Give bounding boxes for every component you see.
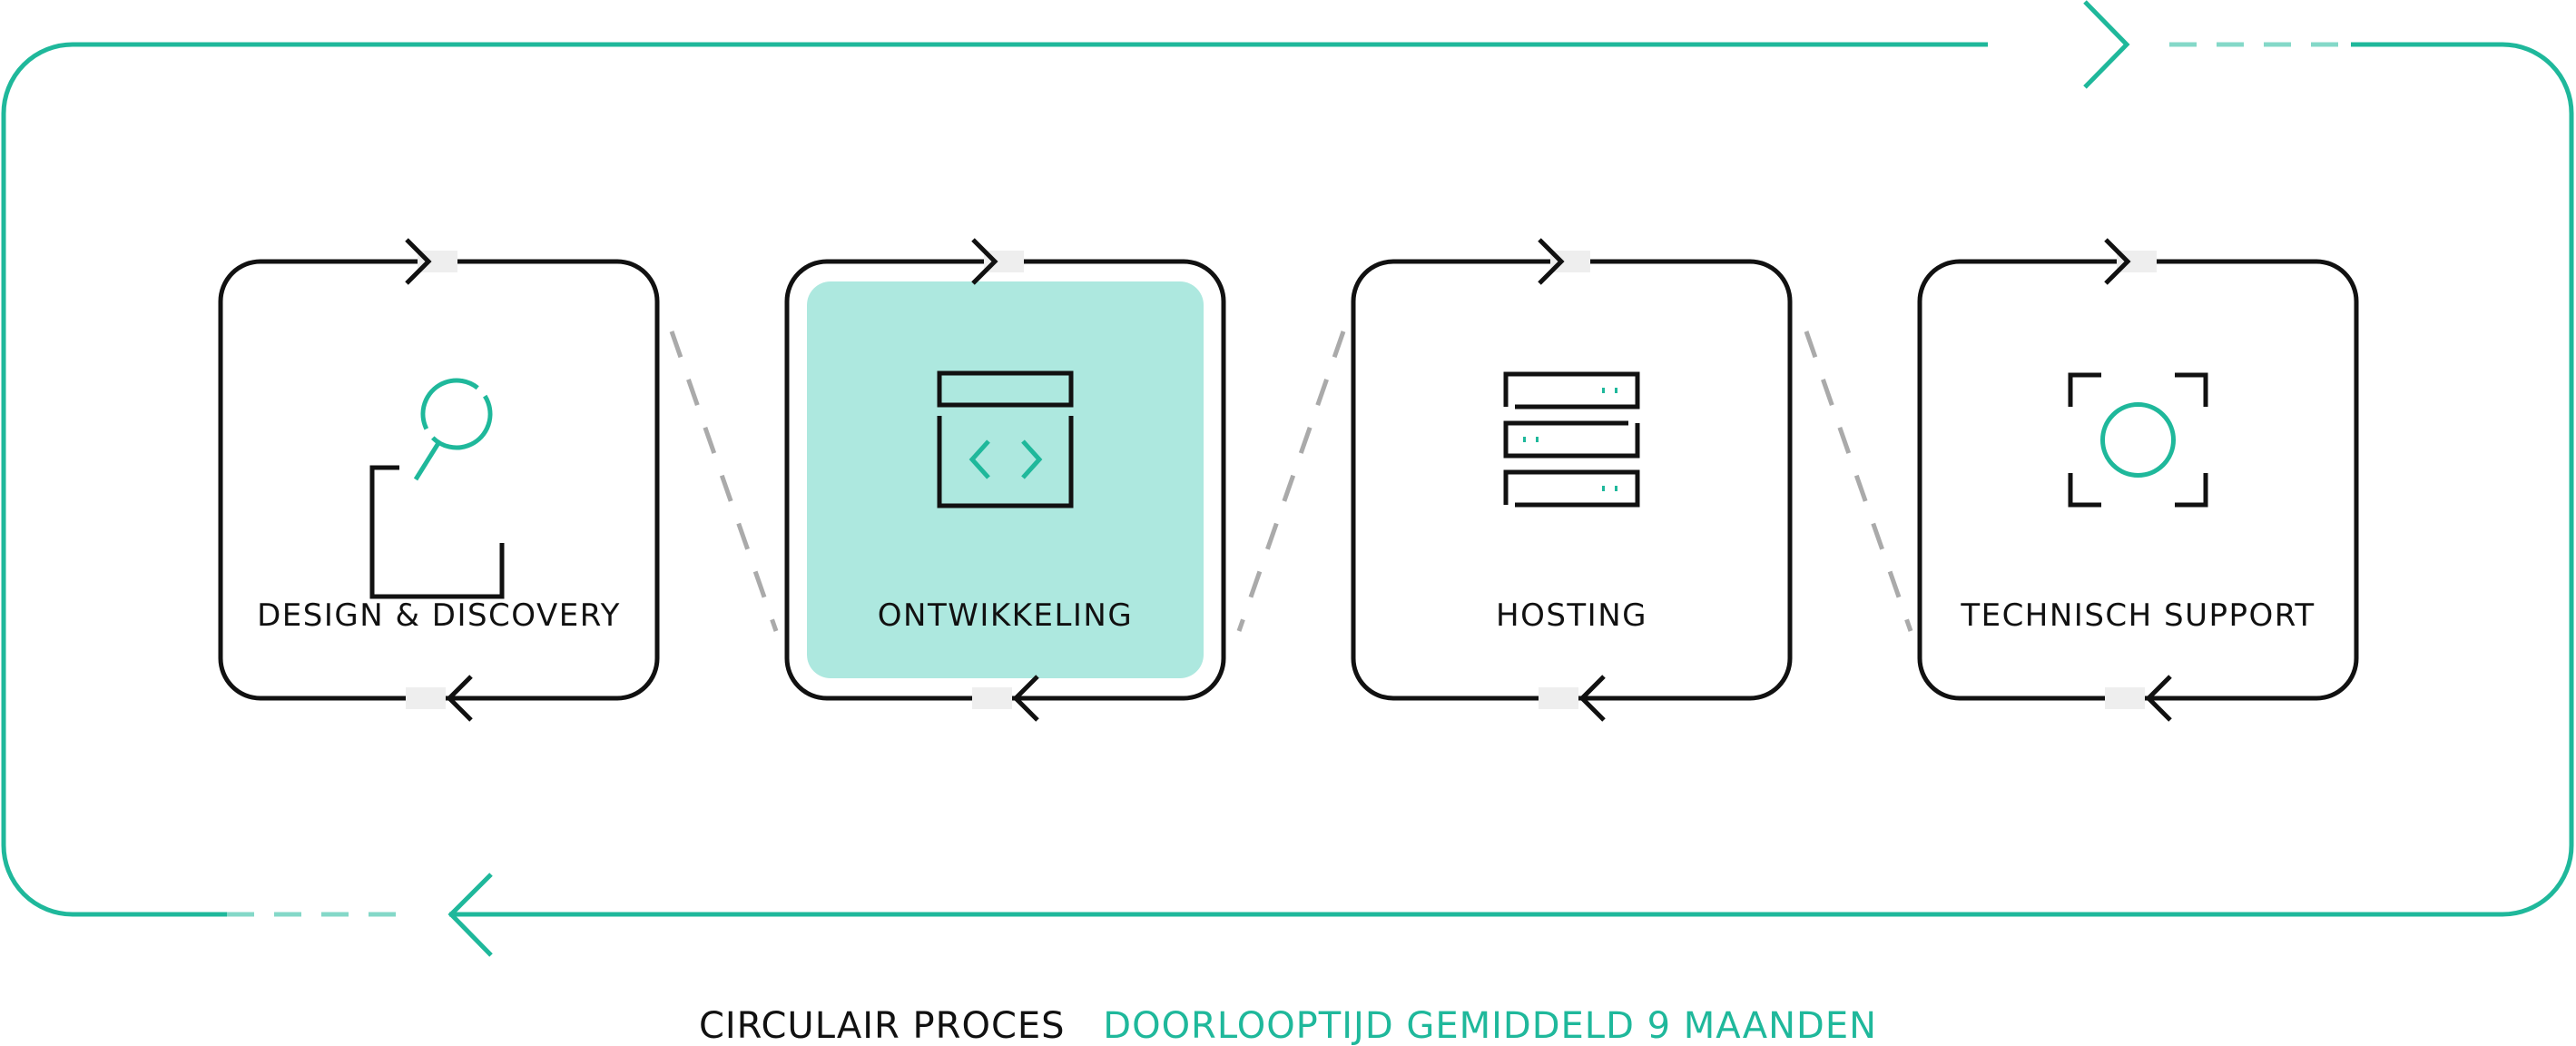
bottom-arrow-icon xyxy=(2145,675,2172,722)
bottom-tab xyxy=(2105,687,2145,709)
top-arrow-icon xyxy=(2104,238,2131,285)
step-highlight xyxy=(807,281,1204,678)
step-label: DESIGN & DISCOVERY xyxy=(257,597,621,634)
top-arrow-icon xyxy=(405,238,432,285)
step-design-discovery[interactable]: DESIGN & DISCOVERY xyxy=(218,238,660,722)
outer-loop-path xyxy=(1,42,1988,917)
bottom-arrow-icon xyxy=(1012,675,1039,722)
step-technisch-support[interactable]: TECHNISCH SUPPORT xyxy=(1917,238,2359,722)
bottom-arrow-icon xyxy=(1578,675,1606,722)
outer-arrow-right-icon xyxy=(2083,0,2130,89)
focus-target-icon xyxy=(2068,372,2208,508)
top-arrow-icon xyxy=(1538,238,1565,285)
outer-arrow-left-icon xyxy=(447,873,493,957)
caption-detail: DOORLOOPTIJD GEMIDDELD 9 MAANDEN xyxy=(1103,1005,1877,1046)
code-window-icon xyxy=(937,370,1074,508)
bottom-tab xyxy=(972,687,1012,709)
step-label: TECHNISCH SUPPORT xyxy=(1960,597,2315,634)
magnifier-in-frame-icon xyxy=(369,378,505,599)
connector-3-4 xyxy=(1804,331,1913,632)
bottom-arrow-icon xyxy=(446,675,473,722)
step-hosting[interactable]: HOSTING xyxy=(1351,238,1793,722)
connector-2-3 xyxy=(1236,331,1346,632)
caption-main: CIRCULAIR PROCES xyxy=(699,1005,1066,1046)
step-ontwikkeling[interactable]: ONTWIKKELING xyxy=(784,238,1226,722)
diagram-caption: CIRCULAIR PROCES DOORLOOPTIJD GEMIDDELD … xyxy=(699,1005,1877,1046)
top-arrow-icon xyxy=(971,238,998,285)
connector-1-2 xyxy=(669,331,779,632)
server-stack-icon xyxy=(1503,371,1640,508)
step-label: ONTWIKKELING xyxy=(878,597,1133,634)
bottom-tab xyxy=(406,687,446,709)
connectors xyxy=(669,331,1913,632)
outer-loop-path-right xyxy=(449,42,2574,917)
outer-loop xyxy=(1,0,2574,957)
step-label: HOSTING xyxy=(1496,597,1647,634)
bottom-tab xyxy=(1539,687,1578,709)
